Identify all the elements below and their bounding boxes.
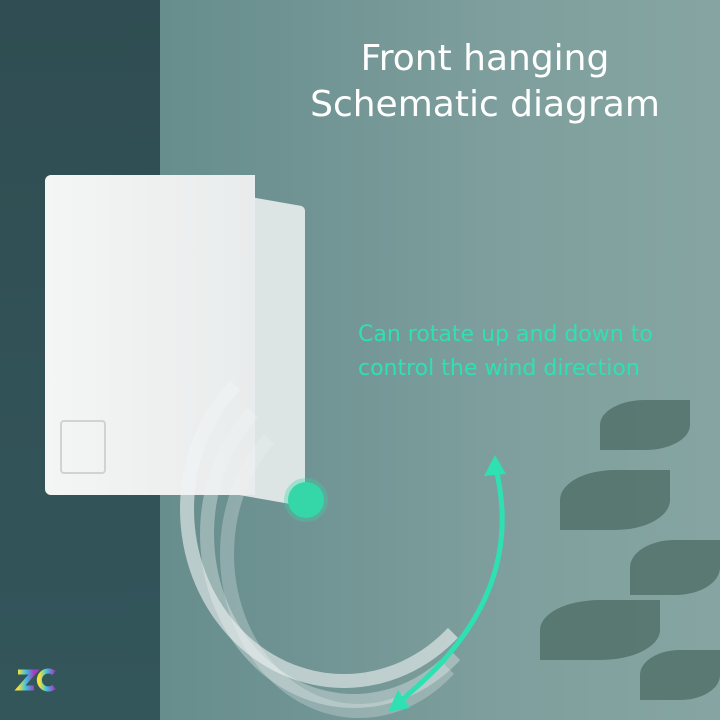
ac-panel-door [60,420,106,474]
brand-logo [14,664,58,708]
title-line-2: Schematic diagram [310,84,660,125]
plant-leaf [560,470,670,530]
rotation-note: Can rotate up and down to control the wi… [358,318,653,386]
plant-leaf [600,400,690,450]
plant-leaf [630,540,720,595]
plant-leaf [640,650,720,700]
note-line-1: Can rotate up and down to [358,322,653,347]
double-arrow-icon [388,455,506,712]
note-line-2: control the wind direction [358,356,640,381]
title-line-1: Front hanging [360,38,610,79]
plant-leaf [540,600,660,660]
page-title: Front hanging Schematic diagram [300,36,670,128]
zc-logo-icon [14,668,56,692]
rotation-knob-icon [288,482,324,518]
